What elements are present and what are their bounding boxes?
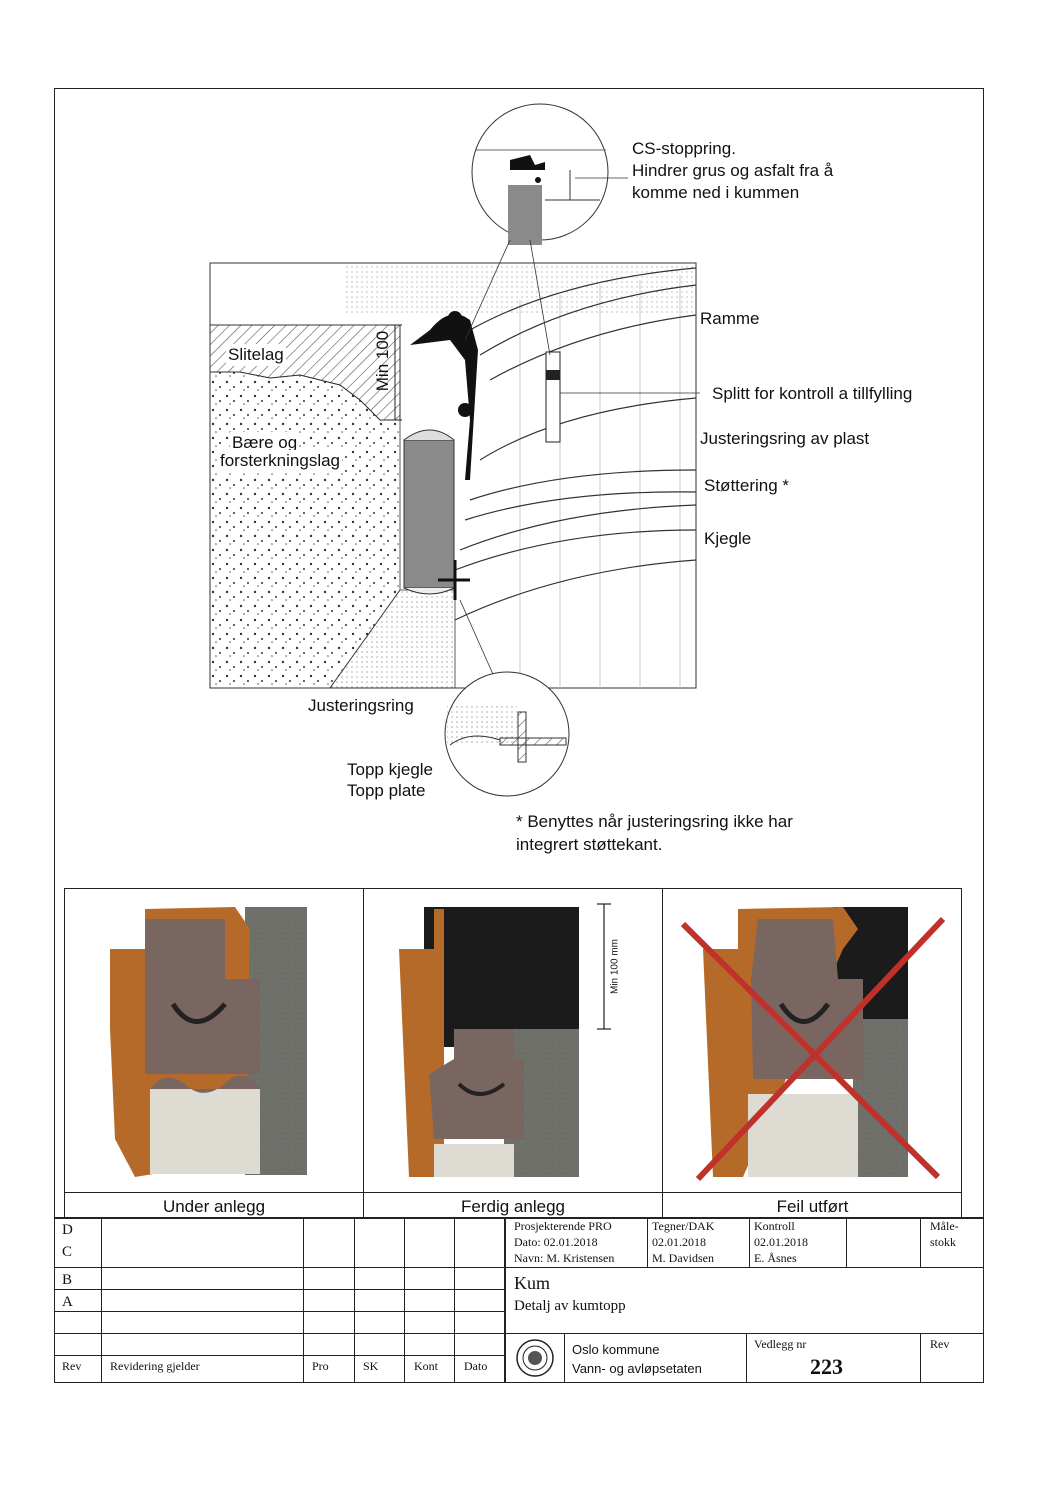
label-cs-stoppring: CS-stoppring. (632, 139, 736, 158)
label-ramme: Ramme (700, 309, 760, 328)
label-topp-kjegle: Topp kjegle (347, 760, 434, 779)
prosj-title: Prosjekterende PRO (514, 1219, 612, 1233)
manhole-detail-diagram (209, 103, 700, 797)
kontroll-navn: E. Åsnes (754, 1251, 797, 1265)
top-layer (345, 263, 696, 313)
label-splitt: Splitt for kontroll a tillfylling (712, 384, 913, 403)
prosj-navn: Navn: M. Kristensen (514, 1251, 615, 1265)
org-dept: Vann- og avløpsetaten (572, 1361, 702, 1376)
header-sk: SK (363, 1359, 379, 1373)
rev-row-b: B (62, 1272, 73, 1288)
photo-panels: Min 100 mm Under anlegg Ferdig anlegg Fe… (64, 888, 962, 1219)
error-cross-line-1 (680, 921, 941, 1180)
label-baere-2: forsterkningslag (218, 450, 343, 472)
kontroll-title: Kontroll (754, 1219, 795, 1233)
drawing-title: Kum (514, 1273, 550, 1293)
rev-row-d: D (62, 1222, 73, 1238)
error-cross-line-2 (695, 916, 946, 1182)
drawing-subtitle: Detalj av kumtopp (514, 1298, 626, 1314)
label-slitelag: Slitelag (226, 344, 286, 366)
header-dato: Dato (464, 1359, 488, 1373)
caption-ferdig-anlegg: Ferdig anlegg (364, 1192, 663, 1219)
rev-label: Rev (930, 1337, 950, 1351)
vedlegg-label: Vedlegg nr (754, 1337, 807, 1351)
label-kjegle: Kjegle (704, 529, 752, 548)
photo-ferdig-anlegg: Min 100 mm (364, 889, 663, 1192)
photo-feil-utfort (663, 889, 962, 1192)
label-min100: Min 100 (373, 330, 392, 392)
label-justeringsring: Justeringsring (308, 696, 414, 715)
label-cs-desc-1: Hindrer grus og asfalt fra å (632, 161, 834, 180)
rev-row-a: A (62, 1294, 73, 1310)
prosj-dato: Dato: 02.01.2018 (514, 1235, 598, 1249)
vedlegg-number: 223 (810, 1354, 843, 1379)
label-baere-1: Bære og (230, 432, 300, 454)
malestokk-1: Måle- (930, 1219, 959, 1233)
tegner-navn: M. Davidsen (652, 1251, 714, 1265)
caption-under-anlegg: Under anlegg (65, 1192, 364, 1219)
frame-profile (410, 314, 478, 480)
splitt-pin (545, 351, 561, 443)
drawing-frame (54, 88, 984, 1383)
label-cs-desc-2: komme ned i kummen (632, 183, 800, 202)
tegner-dato: 02.01.2018 (652, 1235, 706, 1249)
header-rev: Rev (62, 1359, 82, 1373)
tegner-title: Tegner/DAK (652, 1219, 715, 1233)
org-name: Oslo kommune (572, 1342, 660, 1357)
oslo-kommune-seal-icon (516, 1339, 554, 1377)
label-min-100-mm: Min 100 mm (609, 939, 621, 995)
note-line-1: * Benyttes når justeringsring ikke har (516, 812, 793, 831)
label-stottering: Støttering * (704, 476, 790, 495)
label-justeringsring-plast: Justeringsring av plast (700, 429, 870, 448)
malestokk-2: stokk (930, 1235, 957, 1249)
label-topp-plate: Topp plate (347, 781, 426, 800)
photo-under-anlegg (65, 889, 364, 1192)
rev-row-c: C (62, 1244, 73, 1260)
header-pro: Pro (312, 1359, 329, 1373)
caption-feil-utfort: Feil utført (663, 1192, 962, 1219)
kontroll-dato: 02.01.2018 (754, 1235, 808, 1249)
header-kont: Kont (414, 1359, 438, 1373)
adjustment-ring (403, 439, 455, 589)
header-revidering: Revidering gjelder (110, 1359, 200, 1373)
note-line-2: integrert støttekant. (516, 835, 663, 854)
title-block: D C B A Rev Revidering gjelder Pro SK Ko… (54, 1217, 984, 1383)
